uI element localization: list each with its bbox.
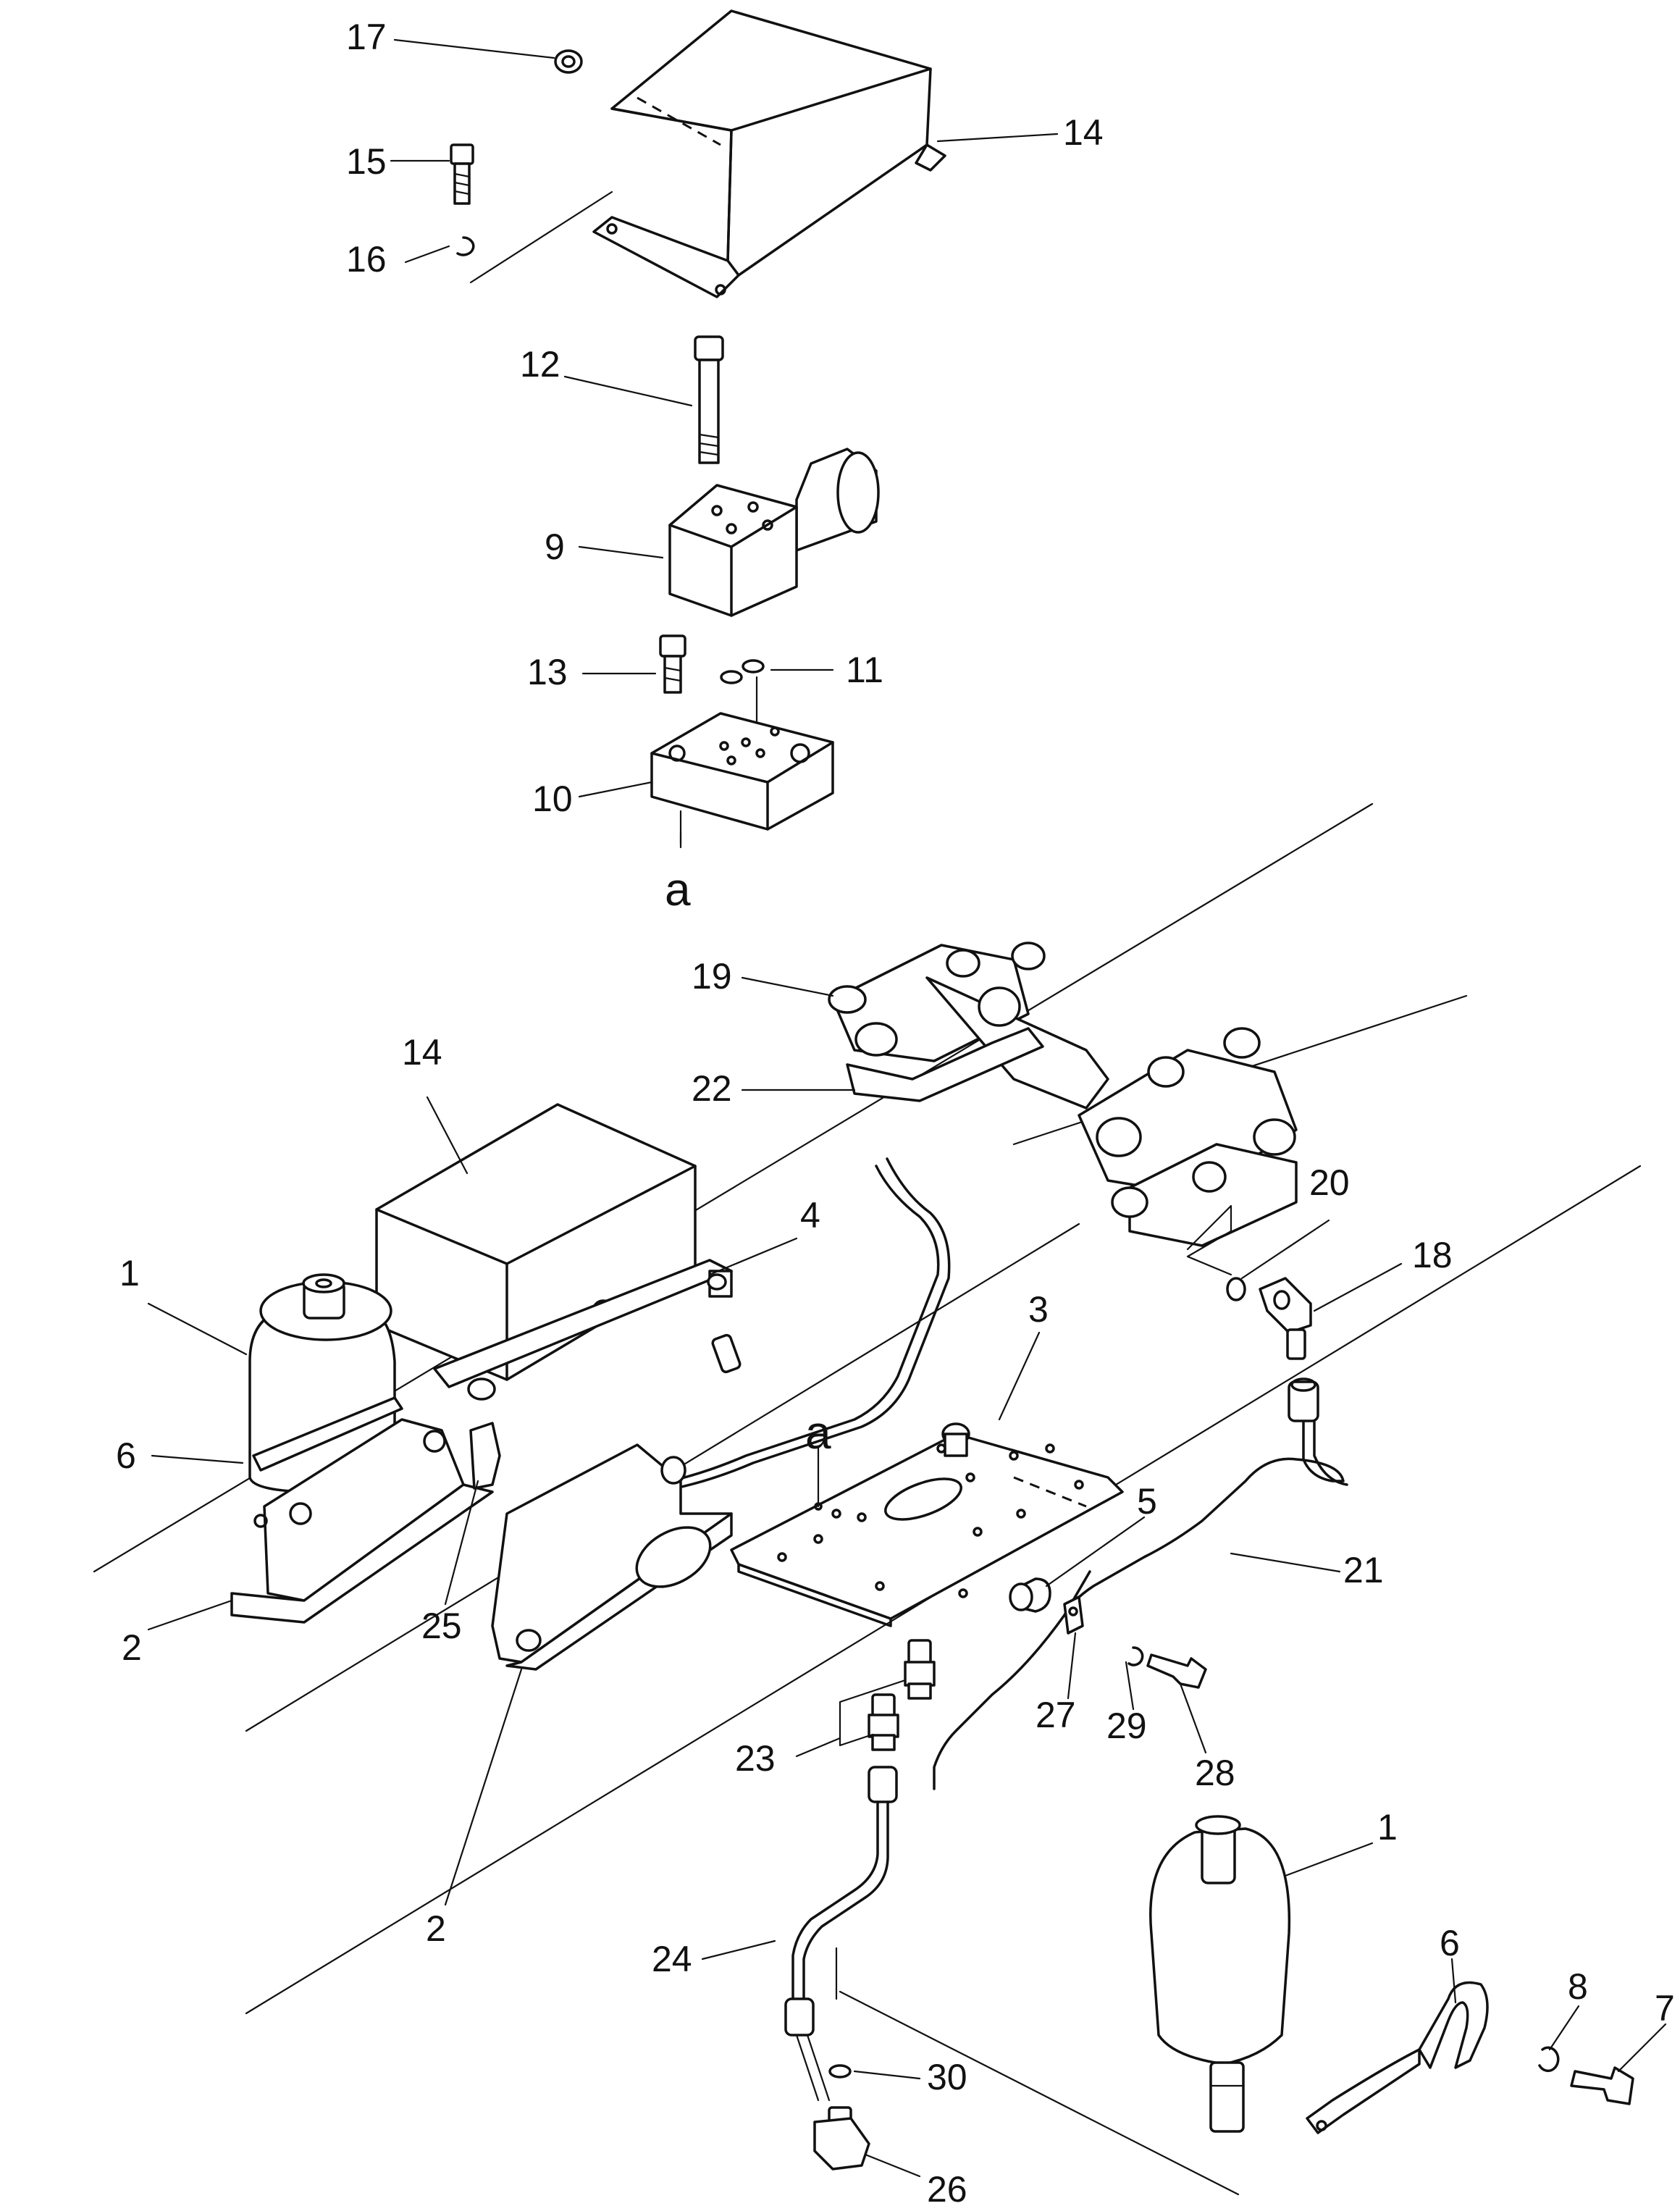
bracket-2-left: [230, 1418, 494, 1624]
callout-2-middle: 2: [426, 1908, 446, 1949]
callout-6-upper: 6: [116, 1435, 136, 1476]
bolt-12: [694, 335, 724, 464]
callout-12: 12: [520, 344, 560, 385]
band-6-lower: [1306, 1981, 1489, 2134]
leader-lines: [147, 38, 1667, 2178]
o-rings-11: [720, 659, 765, 726]
leader-16-bracket: [469, 190, 613, 284]
callout-14-lower: 14: [402, 1032, 442, 1073]
bolt-28: [1146, 1653, 1207, 1689]
valve-assembly-19: [828, 941, 1298, 1247]
valve-9: [668, 448, 880, 617]
o-ring-30: [828, 2064, 852, 2079]
callout-14-upper: 14: [1063, 112, 1104, 153]
bolt-13: [659, 634, 686, 694]
callout-16: 16: [346, 239, 387, 280]
tube-24: [784, 1766, 898, 2102]
callout-15: 15: [346, 141, 387, 182]
callout-a-lower: a: [805, 1406, 831, 1459]
callout-5: 5: [1137, 1481, 1157, 1522]
callout-10: 10: [532, 779, 573, 819]
callout-13: 13: [527, 652, 568, 692]
accumulator-1-lower: [1149, 1815, 1291, 2133]
callout-7: 7: [1655, 1988, 1675, 2029]
washer-16: [456, 236, 475, 256]
tube-21: [933, 1377, 1348, 1790]
fitting-26: [813, 2106, 870, 2171]
washer-29: [1127, 1646, 1144, 1666]
bracket-2-middle: [491, 1443, 733, 1671]
callout-1-lower: 1: [1377, 1807, 1398, 1848]
leader-30-line: [839, 1990, 1240, 2196]
callout-8: 8: [1568, 1966, 1588, 2007]
bolt-15: [450, 143, 474, 205]
callout-11: 11: [846, 650, 883, 690]
callout-25: 25: [421, 1606, 462, 1646]
cover-14-upper: [592, 9, 946, 298]
bracket-4: [433, 1259, 733, 1388]
callout-9: 9: [545, 527, 565, 567]
plate-3: [730, 1422, 1124, 1627]
connectors-23: [839, 1639, 936, 1751]
callout-20: 20: [1309, 1162, 1350, 1203]
washer-8: [1538, 2046, 1560, 2073]
callout-6-lower: 6: [1440, 1923, 1460, 1963]
callout-4: 4: [800, 1195, 820, 1236]
callout-23: 23: [735, 1738, 776, 1779]
callout-1-upper: 1: [119, 1253, 140, 1293]
callout-2-left: 2: [122, 1627, 142, 1668]
elbow-18: [1259, 1277, 1312, 1360]
callout-3: 3: [1028, 1289, 1049, 1330]
band-6-upper: [252, 1396, 403, 1472]
collar-5: [1009, 1577, 1051, 1613]
callout-24: 24: [652, 1939, 692, 1979]
callout-27: 27: [1036, 1695, 1076, 1735]
callout-17: 17: [346, 17, 387, 57]
bolt-7: [1570, 2066, 1634, 2105]
callout-18: 18: [1412, 1235, 1453, 1275]
callout-19: 19: [692, 956, 732, 997]
o-ring-20: [1186, 1204, 1246, 1301]
callout-30: 30: [927, 2057, 967, 2097]
callout-28: 28: [1195, 1753, 1235, 1793]
callout-labels: 17 14 15 16 12 9 13 11 10 a 19 14 22 20 …: [116, 17, 1675, 2206]
plug-17: [554, 49, 583, 74]
spacer-25: [467, 1377, 501, 1490]
clip-27: [1063, 1595, 1084, 1635]
callout-21: 21: [1343, 1550, 1384, 1590]
callout-26: 26: [927, 2169, 967, 2206]
callout-a-upper: a: [665, 863, 691, 915]
subplate-10: [650, 712, 834, 849]
tube-22: [520, 1157, 951, 1530]
callout-29: 29: [1106, 1706, 1147, 1746]
callout-22: 22: [692, 1068, 732, 1109]
